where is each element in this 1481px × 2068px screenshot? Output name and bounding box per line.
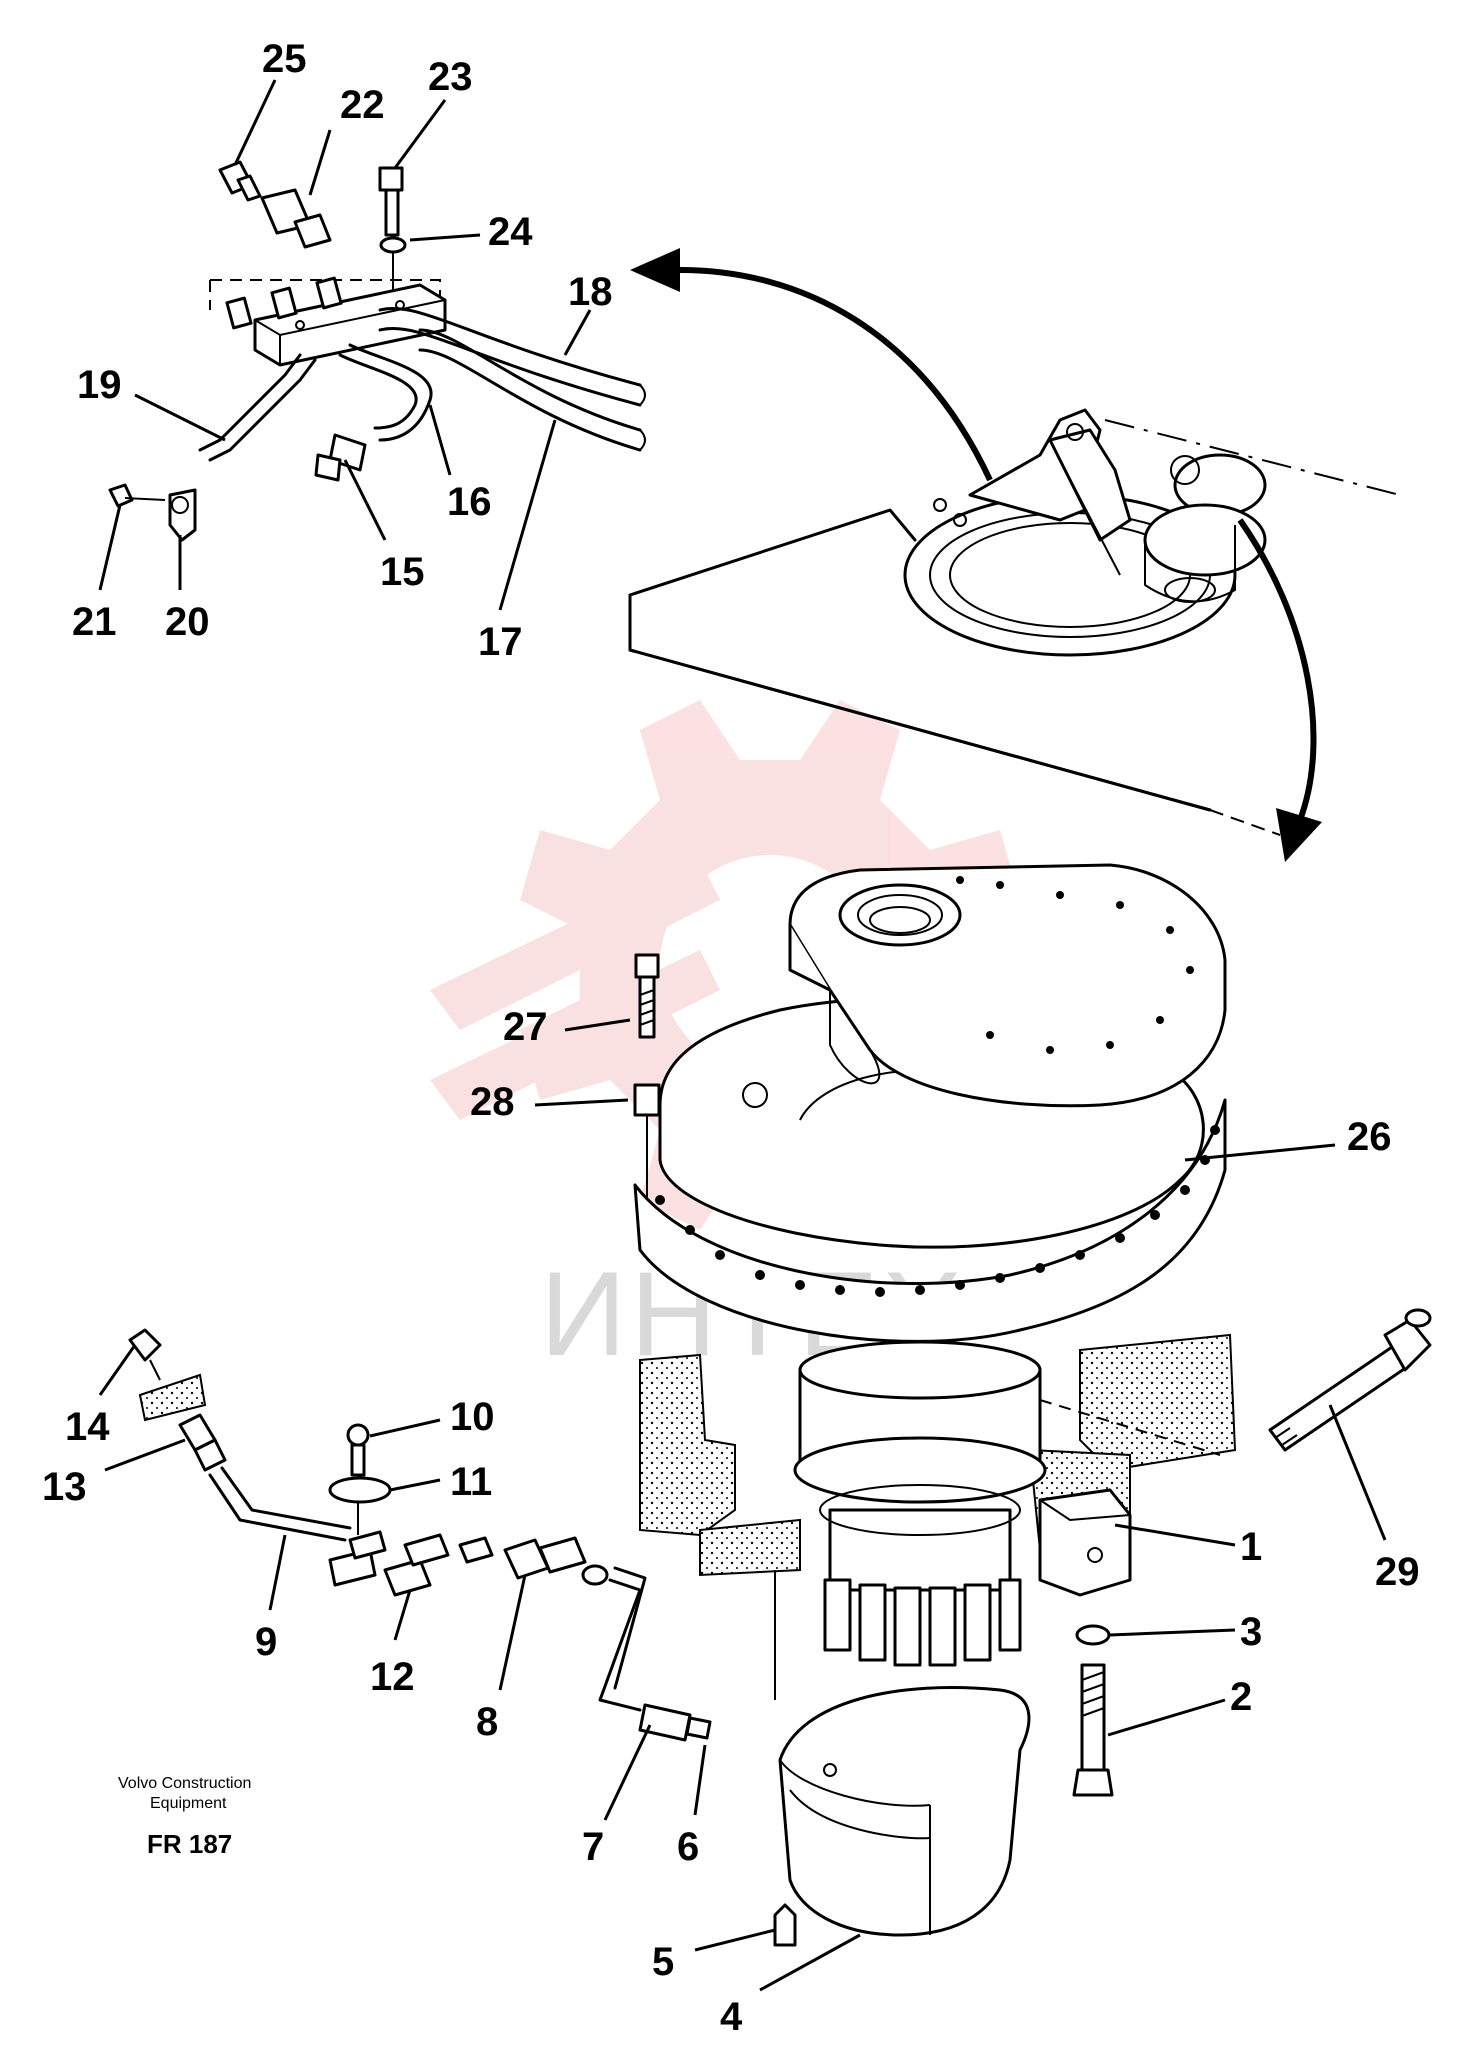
callout-5: 5 [652, 1940, 674, 1984]
grease-fitting-pipe [1268, 1308, 1432, 1452]
callout-10: 10 [450, 1395, 495, 1439]
caption-manufacturer: Volvo Construction [118, 1775, 251, 1792]
callout-26: 26 [1347, 1115, 1392, 1159]
diagram-caption: Volvo Construction Equipment FR 187 [118, 1775, 251, 1859]
mounting-bolt [1072, 1624, 1114, 1797]
callout-29: 29 [1375, 1550, 1420, 1594]
callout-9: 9 [255, 1620, 277, 1664]
caption-figure-code: FR 187 [147, 1829, 232, 1859]
callout-15: 15 [380, 550, 425, 594]
callout-21: 21 [72, 600, 117, 644]
callout-4: 4 [720, 1995, 743, 2039]
callout-18: 18 [568, 270, 613, 314]
lower-frame-and-shaft [639, 1333, 1237, 1700]
grease-line-assembly [128, 1328, 712, 1742]
caption-manufacturer-line2: Equipment [150, 1795, 227, 1812]
callout-25: 25 [262, 37, 307, 81]
drain-cover-screw [773, 1903, 797, 1947]
pinion-gear [823, 1578, 1022, 1667]
callout-16: 16 [447, 480, 492, 524]
callout-19: 19 [77, 363, 122, 407]
callout-28: 28 [470, 1080, 515, 1124]
callout-17: 17 [478, 620, 523, 664]
callout-13: 13 [42, 1465, 87, 1509]
swing-gearbox-assembly [633, 863, 1227, 1343]
leader-lines [98, 79, 1387, 1992]
bolt-and-spacer [633, 953, 661, 1200]
drain-cover [778, 1686, 1031, 1937]
callout-8: 8 [476, 1700, 498, 1744]
callout-24: 24 [488, 210, 533, 254]
callout-14: 14 [65, 1405, 110, 1449]
callout-12: 12 [370, 1655, 415, 1699]
callout-20: 20 [165, 600, 210, 644]
callout-3: 3 [1240, 1610, 1262, 1654]
callout-2: 2 [1230, 1675, 1252, 1719]
callout-7: 7 [582, 1825, 604, 1869]
callout-11: 11 [450, 1460, 492, 1504]
upper-frame-plate [628, 408, 1401, 836]
callout-27: 27 [503, 1005, 548, 1049]
hydraulic-manifold-assembly [108, 160, 646, 542]
callout-labels: 1 2 3 4 5 6 7 8 9 10 11 12 13 14 15 16 1… [42, 37, 1420, 2039]
callout-6: 6 [677, 1825, 699, 1869]
assembly-arrows [630, 248, 1322, 862]
flange-bolt-holes [655, 1125, 1220, 1297]
callout-1: 1 [1240, 1525, 1262, 1569]
callout-22: 22 [340, 83, 385, 127]
callout-23: 23 [428, 55, 473, 99]
